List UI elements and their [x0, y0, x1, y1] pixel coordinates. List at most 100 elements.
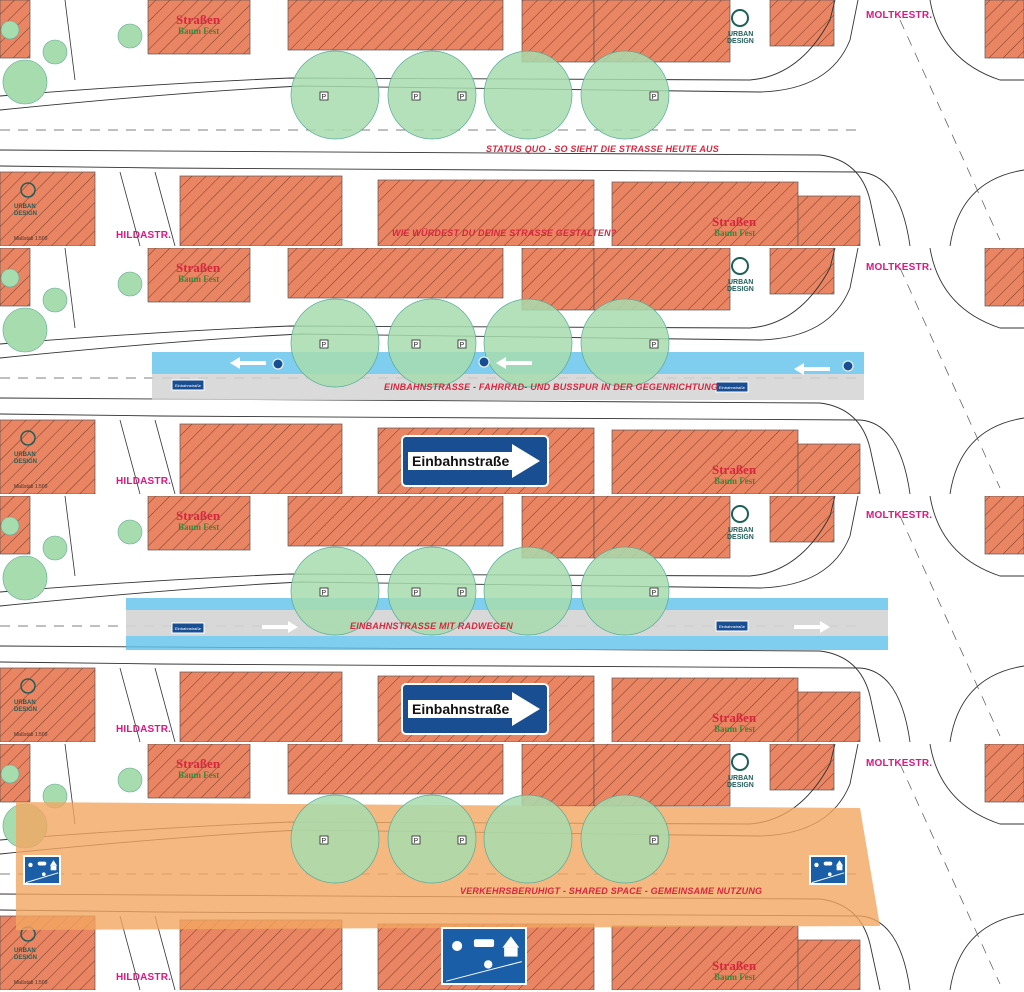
mini-one-way-sign-text: Einbahnstraße [719, 624, 746, 629]
tree [42, 535, 68, 561]
curb-line [949, 913, 1024, 990]
side-street [119, 667, 141, 742]
contraflow-arrow-icon [496, 357, 532, 369]
parking-icon-letter: P [652, 838, 657, 845]
side-street [154, 419, 176, 494]
strassenbaumfest-logo-top-line2: Baum Fest [178, 274, 219, 284]
building [287, 496, 504, 547]
building [769, 496, 835, 543]
curb-line [0, 165, 911, 246]
building [179, 919, 343, 990]
parking-icon-letter: P [414, 590, 419, 597]
urban-design-small-line1: URBAN [14, 948, 36, 954]
car-icon [473, 939, 495, 948]
building [0, 171, 96, 246]
street-label-moltkestr: MOLTKESTR. [866, 510, 933, 521]
building [984, 496, 1024, 555]
side-street [154, 171, 176, 246]
parking-icon [411, 339, 421, 349]
tree-canopy [580, 546, 670, 636]
owl-icon [20, 182, 36, 198]
tree-canopy [290, 546, 380, 636]
strassenbaumfest-logo-bottom-line1: Straßen [712, 462, 757, 477]
street-label-hildastr: HILDASTR. [116, 476, 172, 487]
strassenbaumfest-logo-bottom-line2: Baum Fest [714, 476, 755, 486]
building [769, 0, 835, 47]
child-icon [828, 872, 832, 876]
side-street [119, 419, 141, 494]
street-line [446, 961, 522, 982]
parking-icon-letter: P [414, 342, 419, 349]
panel-caption: VERKEHRSBERUHIGT - SHARED SPACE - GEMEIN… [460, 886, 763, 896]
contraflow-arrow-icon [230, 357, 266, 369]
tree-canopy [290, 794, 380, 884]
parking-icon-letter: P [414, 94, 419, 101]
curb-line [0, 645, 881, 742]
parking-icon [457, 587, 467, 597]
urban-design-line1: URBAN [728, 527, 753, 534]
urban-design-small-line1: URBAN [14, 452, 36, 458]
parking-icon [411, 587, 421, 597]
house-icon [502, 936, 520, 948]
urban-design-line2: DESIGN [727, 782, 754, 789]
curb-line [929, 248, 1024, 329]
curb-line [949, 417, 1024, 494]
mini-one-way-sign-text: Einbahnstraße [719, 385, 746, 390]
owl-icon [20, 430, 36, 446]
urban-design-line2: DESIGN [727, 286, 754, 293]
urban-design-small-line2: DESIGN [14, 955, 37, 961]
building [147, 496, 251, 551]
owl-icon [731, 257, 749, 275]
scale-note: Maßstab 1:500 [14, 980, 48, 986]
building [984, 0, 1024, 59]
curb-line [949, 169, 1024, 246]
curb-line [929, 744, 1024, 825]
building [797, 939, 861, 990]
street-label-moltkestr: MOLTKESTR. [866, 262, 933, 273]
tree-canopy [290, 50, 380, 140]
child-icon [42, 872, 46, 876]
building [797, 443, 861, 494]
tree [0, 516, 20, 536]
tree-canopy [580, 794, 670, 884]
parking-icon [319, 91, 329, 101]
tree-canopy [483, 298, 573, 388]
parking-icon [649, 835, 659, 845]
tree [0, 268, 20, 288]
mini-one-way-sign [171, 379, 205, 391]
tree [42, 39, 68, 65]
strassenbaumfest-logo-top-line2: Baum Fest [178, 26, 219, 36]
curb-line [0, 149, 881, 246]
tree-canopy [387, 546, 477, 636]
building [287, 744, 504, 795]
parking-icon-letter: P [322, 838, 327, 845]
strassenbaumfest-logo-top-line1: Straßen [176, 508, 221, 523]
parking-icon [457, 835, 467, 845]
curb-line [929, 496, 1024, 577]
tree-canopy [580, 298, 670, 388]
building [0, 667, 96, 742]
urban-design-line2: DESIGN [727, 534, 754, 541]
urban-design-line1: URBAN [728, 775, 753, 782]
parking-icon [649, 339, 659, 349]
building [611, 925, 799, 990]
panel-question: WIE WÜRDEST DU DEINE STRASSE GESTALTEN? [392, 228, 617, 238]
scale-note: Maßstab 1:500 [14, 484, 48, 490]
strassenbaumfest-logo-top-line2: Baum Fest [178, 522, 219, 532]
direction-arrow-icon [262, 621, 298, 633]
side-street [64, 0, 76, 81]
lane-marking [899, 267, 1001, 489]
curb-line [0, 0, 859, 111]
car-icon [37, 861, 47, 866]
tree-canopy [387, 794, 477, 884]
building [179, 175, 343, 246]
building [769, 744, 835, 791]
parking-icon [457, 91, 467, 101]
strassenbaumfest-logo-top-line1: Straßen [176, 756, 221, 771]
side-street [154, 667, 176, 742]
building [287, 248, 504, 299]
